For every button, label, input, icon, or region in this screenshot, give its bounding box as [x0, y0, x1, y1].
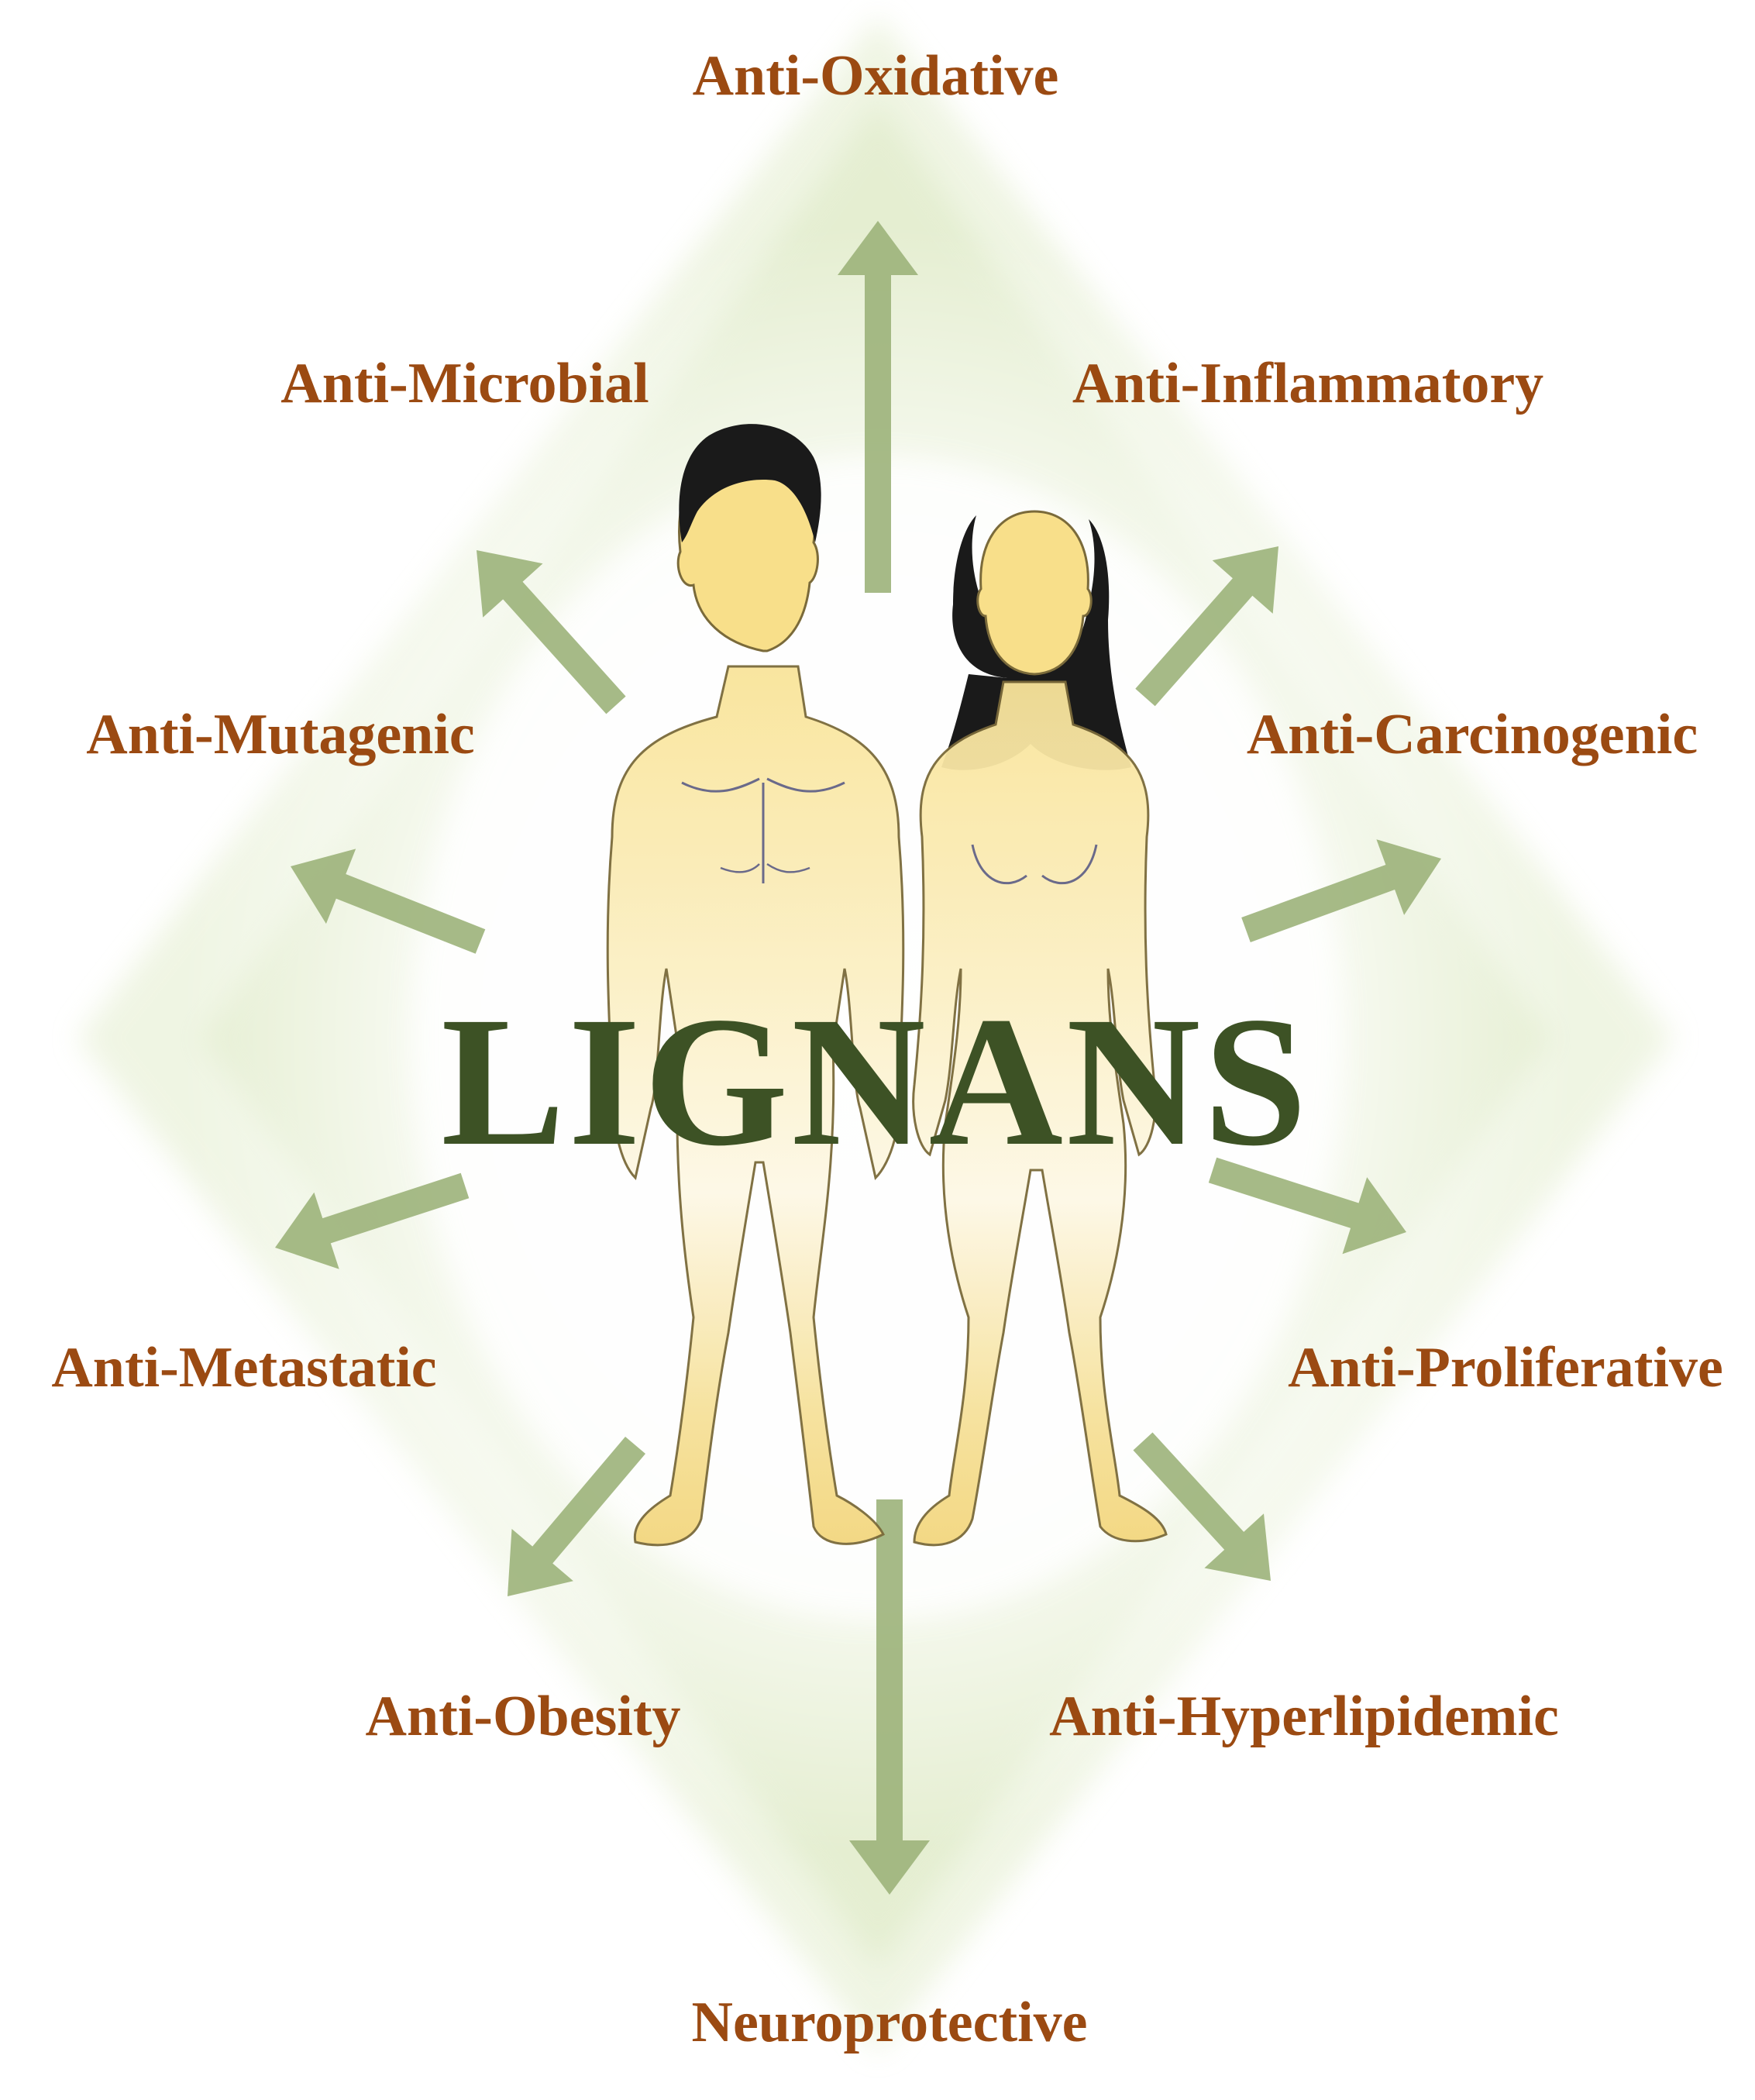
label-anti-metastatic: Anti-Metastatic [51, 1336, 437, 1399]
arrow-anti-oxidative [838, 221, 918, 593]
label-anti-inflammatory: Anti-Inflammatory [1072, 352, 1544, 415]
arrow-anti-microbial [477, 550, 626, 714]
label-neuroprotective: Neuroprotective [691, 1991, 1088, 2054]
label-anti-oxidative: Anti-Oxidative [692, 44, 1059, 108]
label-anti-proliferative: Anti-Proliferative [1288, 1336, 1723, 1399]
arrow-anti-obesity [508, 1437, 645, 1596]
label-anti-microbial: Anti-Microbial [280, 352, 649, 415]
arrows [275, 221, 1441, 1895]
arrow-anti-mutagenic [291, 849, 486, 954]
male-figure-icon [606, 424, 905, 1547]
female-figure-icon [912, 510, 1168, 1547]
label-anti-hyperlipidemic: Anti-Hyperlipidemic [1049, 1685, 1559, 1748]
center-title: LIGNANS [441, 978, 1310, 1184]
arrow-anti-hyperlipidemic [1133, 1432, 1271, 1581]
arrow-anti-inflammatory [1135, 546, 1278, 707]
arrow-neuroprotective [849, 1499, 930, 1895]
label-anti-mutagenic: Anti-Mutagenic [86, 703, 475, 766]
label-anti-obesity: Anti-Obesity [365, 1685, 681, 1748]
arrow-anti-metastatic [275, 1172, 470, 1269]
arrow-anti-proliferative [1208, 1157, 1406, 1255]
label-anti-carcinogenic: Anti-Carcinogenic [1246, 703, 1698, 766]
arrow-anti-carcinogenic [1241, 839, 1441, 942]
